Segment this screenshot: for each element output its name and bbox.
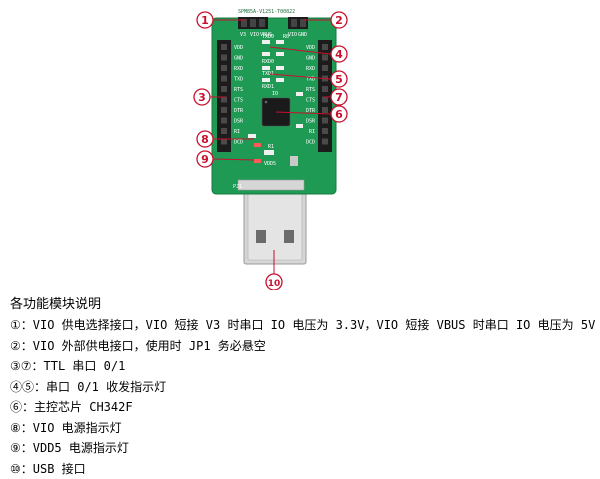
left-pin-label: RXD	[234, 66, 243, 72]
left-pin-label: RTS	[234, 87, 243, 93]
top-power-header	[288, 17, 308, 29]
right-pin-label: GND	[306, 56, 315, 62]
board-diagram: SPM85A-V1251-T00822 V3 VIO VBUS VIO GND …	[0, 0, 600, 290]
right-header-pin	[322, 118, 328, 124]
left-pin-label: VDD	[234, 45, 243, 51]
left-pin-label: TXD	[234, 77, 243, 83]
left-header-pin	[221, 65, 227, 71]
module-description: 各功能模块说明 ①：VIO 供电选择接口，VIO 短接 V3 时串口 IO 电压…	[10, 295, 595, 479]
callout-number-6: 6	[335, 108, 343, 121]
pcb-label-rxd0: RXD0	[262, 59, 274, 65]
left-header-pin	[221, 118, 227, 124]
right-pin-label: RI	[309, 129, 315, 135]
callout-7: 7	[331, 89, 347, 105]
callout-number-10: 10	[268, 279, 281, 289]
usb-contact-hole-right	[284, 230, 294, 243]
usb-contact-hole-left	[256, 230, 266, 243]
pcb-label-txd0: TXD0	[262, 34, 274, 40]
left-pin-header	[217, 40, 231, 152]
callout-8: 8	[197, 131, 213, 147]
right-header-pin	[322, 65, 328, 71]
pcb-model-text: SPM85A-V1251-T00822	[238, 9, 295, 15]
right-header-pin	[322, 107, 328, 113]
left-header-pin	[221, 44, 227, 50]
left-pin-label: CTS	[234, 98, 243, 104]
right-pin-label: DSR	[306, 119, 316, 125]
left-header-pin	[221, 86, 227, 92]
right-header-pin	[322, 86, 328, 92]
right-header-pin	[322, 55, 328, 61]
left-header-pin	[221, 55, 227, 61]
description-line-5: ⑥：主控芯片 CH342F	[10, 397, 595, 418]
description-line-2: ②：VIO 外部供电接口，使用时 JP1 务必悬空	[10, 336, 595, 357]
pcb-label-vio: VIO	[250, 32, 259, 38]
right-pin-label: RTS	[306, 87, 315, 93]
callout-number-8: 8	[201, 133, 209, 146]
top-jumper-header	[238, 17, 268, 29]
pcb-label-top-vio: VIO	[288, 32, 297, 38]
callout-number-4: 4	[335, 48, 343, 61]
callout-6: 6	[331, 106, 347, 122]
description-line-1: ①：VIO 供电选择接口，VIO 短接 V3 时串口 IO 电压为 3.3V，V…	[10, 315, 595, 336]
right-pin-label: DCD	[306, 140, 315, 146]
left-pin-label: DTR	[234, 108, 244, 114]
callout-number-7: 7	[335, 91, 343, 104]
description-line-4: ④⑤：串口 0/1 收发指示灯	[10, 377, 595, 398]
left-pin-label: DCD	[234, 140, 243, 146]
left-header-pin	[221, 107, 227, 113]
callout-2: 2	[331, 12, 347, 28]
left-pin-label: GND	[234, 56, 243, 62]
left-header-pin	[221, 128, 227, 134]
right-pin-label: RXD	[306, 66, 315, 72]
pcb-label-r0: R0	[283, 34, 289, 40]
callout-1: 1	[197, 12, 213, 28]
pcb-label-v3: V3	[240, 32, 246, 38]
pcb-label-io: IO	[272, 91, 278, 97]
description-line-6: ⑧：VIO 电源指示灯	[10, 418, 595, 439]
pcb-label-pj1: PJ1	[233, 184, 242, 190]
pcb-label-r1: R1	[268, 144, 274, 150]
left-header-pin	[221, 76, 227, 82]
callout-number-5: 5	[335, 73, 343, 86]
usb-shell-base	[238, 180, 304, 190]
callout-number-2: 2	[335, 14, 343, 27]
callout-number-9: 9	[201, 153, 209, 166]
callout-3: 3	[194, 89, 210, 105]
callout-9: 9	[197, 151, 213, 167]
callout-number-1: 1	[201, 14, 209, 27]
pcb-label-top-gnd: GND	[298, 32, 307, 38]
description-line-3: ③⑦：TTL 串口 0/1	[10, 356, 595, 377]
callout-5: 5	[331, 71, 347, 87]
right-pin-header	[318, 40, 332, 152]
description-line-7: ⑨：VDD5 电源指示灯	[10, 438, 595, 459]
callout-4: 4	[331, 46, 347, 62]
right-header-pin	[322, 44, 328, 50]
description-title: 各功能模块说明	[10, 295, 595, 315]
pcb-label-vdd5: VDD5	[264, 161, 276, 167]
callout-10: 10	[266, 274, 282, 290]
board-illustration: SPM85A-V1251-T00822 V3 VIO VBUS VIO GND …	[0, 0, 600, 290]
left-pin-label: DSR	[234, 119, 244, 125]
description-line-8: ⑩：USB 接口	[10, 459, 595, 479]
right-pin-label: VDD	[306, 45, 315, 51]
pcb-label-rxd1: RXD1	[262, 84, 274, 90]
right-header-pin	[322, 139, 328, 145]
usb-connector	[244, 190, 306, 264]
left-pin-label: RI	[234, 129, 240, 135]
right-header-pin	[322, 128, 328, 134]
callout-number-3: 3	[198, 91, 206, 104]
right-pin-label: CTS	[306, 98, 315, 104]
